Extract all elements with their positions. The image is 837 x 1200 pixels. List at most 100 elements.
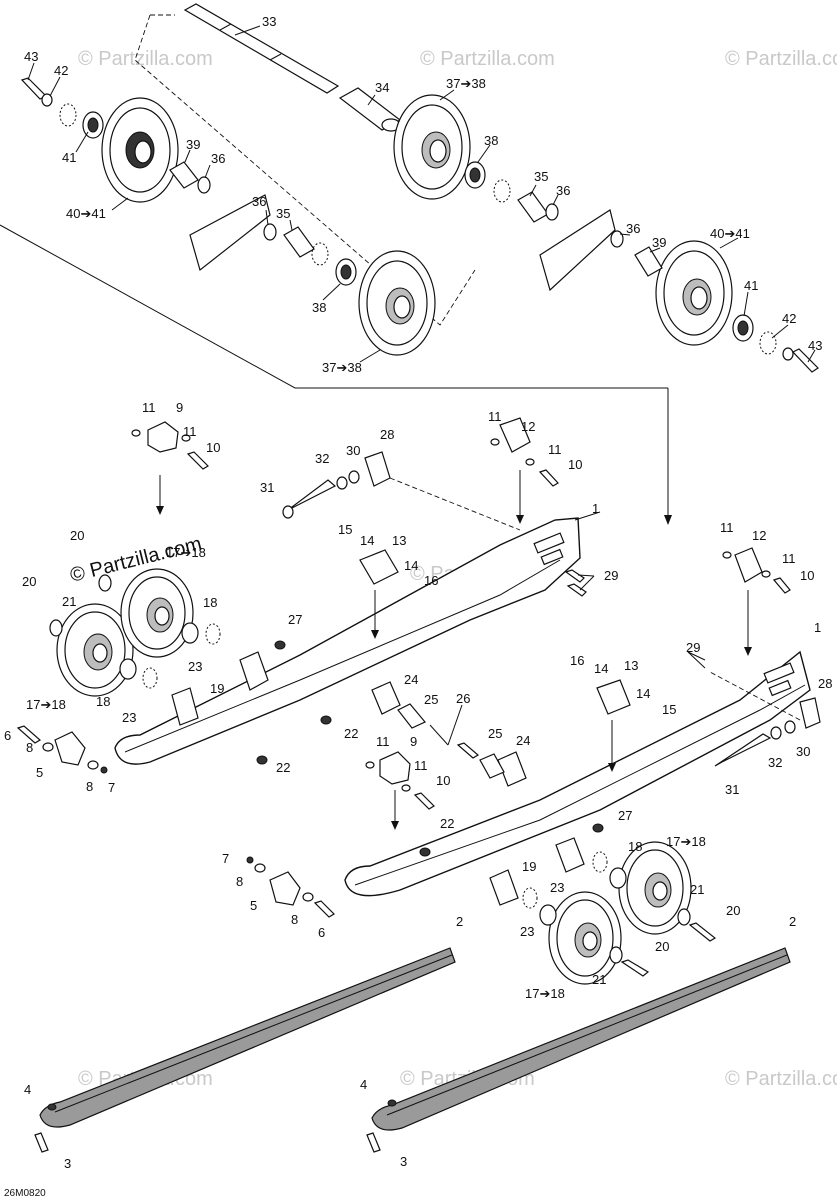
washer-42 — [41, 93, 53, 107]
idler-wheel-40 — [101, 97, 179, 203]
callout: 8 — [26, 740, 33, 755]
callout: 39 — [652, 235, 666, 250]
runner-2-left — [39, 947, 456, 1128]
pivot-block-19 — [489, 869, 519, 906]
callout: 7 — [222, 851, 229, 866]
circlip-42 — [59, 103, 77, 127]
callout: 16 — [424, 573, 438, 588]
rail-end-stub — [539, 209, 616, 292]
callout: 33 — [262, 14, 276, 29]
callout: 14 — [404, 558, 418, 573]
callout: 22 — [440, 816, 454, 831]
left-rail-assembly — [16, 417, 587, 774]
washer-11 — [401, 784, 411, 792]
watermark: © Partzilla.com — [725, 48, 837, 70]
pivot-block-19 — [171, 687, 199, 726]
bearing-18 — [119, 658, 137, 680]
callout: 42 — [54, 63, 68, 78]
arrow-head — [391, 821, 399, 830]
washer-8 — [42, 742, 54, 752]
spacer-35 — [517, 191, 549, 223]
callout: 23 — [550, 880, 564, 895]
callout: 3 — [400, 1154, 407, 1169]
callout: 1 — [592, 501, 599, 516]
shaft-end — [282, 505, 294, 519]
callout: 43 — [808, 338, 822, 353]
callout: 11 — [720, 520, 734, 535]
callout: 23 — [188, 659, 202, 674]
callout: 17➔18 — [525, 986, 565, 1001]
idler-wheel-40-right — [655, 240, 733, 346]
nut-22 — [320, 715, 332, 725]
rail-end-stub — [189, 194, 271, 272]
callout: 20 — [655, 939, 669, 954]
callout: 36 — [626, 221, 640, 236]
callout: 11 — [414, 758, 428, 773]
washer-30 — [784, 720, 796, 734]
callout: 39 — [186, 137, 200, 152]
callout: 19 — [522, 859, 536, 874]
callout: 29 — [686, 640, 700, 655]
circlip — [493, 179, 511, 203]
bracket-12 — [734, 547, 763, 583]
callout: 21 — [62, 594, 76, 609]
bearing-bore — [469, 167, 481, 183]
rail-slot — [540, 548, 564, 566]
callout: 24 — [516, 733, 530, 748]
washer-36 — [263, 223, 277, 241]
callout: 17➔18 — [166, 545, 206, 560]
washer-21 — [49, 619, 63, 637]
callout: 9 — [410, 734, 417, 749]
callout: 11 — [376, 734, 390, 749]
idler-wheel-37-bottom — [358, 250, 436, 356]
idler-wheel-17-rear — [120, 568, 194, 658]
screw-3 — [34, 1132, 49, 1153]
axle-shaft-33 — [183, 3, 340, 94]
callout: 27 — [288, 612, 302, 627]
bolt-43 — [20, 77, 48, 100]
callout: 31 — [260, 480, 274, 495]
rail-1-right — [344, 650, 811, 897]
watermark: © Partzilla.com — [78, 48, 213, 70]
callout: 10 — [800, 568, 814, 583]
rail-flange — [124, 559, 561, 753]
callout: 11 — [548, 442, 562, 457]
callout: 35 — [534, 169, 548, 184]
pivot-block-19 — [555, 837, 585, 873]
callout: 18 — [628, 839, 642, 854]
bolt-20 — [688, 922, 717, 942]
right-rail-assembly — [246, 547, 821, 985]
bolt-29 — [564, 569, 585, 583]
spacer-39 — [169, 161, 199, 189]
callout: 25 — [424, 692, 438, 707]
bolt-29 — [566, 583, 587, 597]
end-cap-5 — [269, 871, 301, 906]
nut-22 — [419, 847, 431, 857]
bolt-6 — [313, 900, 335, 918]
callout: 34 — [375, 80, 389, 95]
bearing-bore — [737, 320, 749, 336]
washer-36 — [545, 203, 559, 221]
arrow-head — [744, 647, 752, 656]
washer-42 — [782, 347, 794, 361]
callout: 2 — [789, 914, 796, 929]
callout: 22 — [276, 760, 290, 775]
callout: 14 — [594, 661, 608, 676]
nut-32 — [770, 726, 782, 740]
nut-7 — [100, 766, 108, 774]
callout: 9 — [176, 400, 183, 415]
bearing-18 — [609, 867, 627, 889]
bracket-12 — [499, 417, 531, 453]
callout: 35 — [276, 206, 290, 221]
rear-axle-assembly — [0, 3, 819, 525]
washer-21 — [677, 908, 691, 926]
screw-3 — [366, 1132, 381, 1153]
watermark: © Partzilla.com — [420, 48, 555, 70]
callout: 5 — [250, 898, 257, 913]
runners — [34, 947, 791, 1153]
washer-11 — [525, 458, 535, 466]
slider-block-13 — [596, 679, 631, 715]
washer-8 — [302, 892, 314, 902]
rail-slot — [763, 662, 795, 684]
callout: 17➔18 — [666, 834, 706, 849]
